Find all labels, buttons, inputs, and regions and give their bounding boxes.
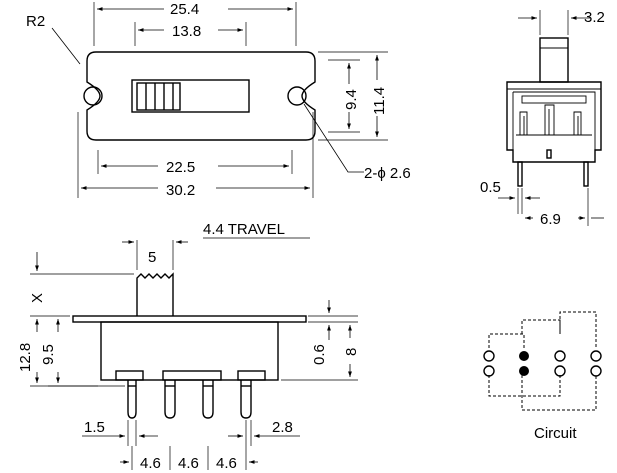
dim-8: 8 xyxy=(343,348,360,356)
dim-2-8: 2.8 xyxy=(272,419,293,436)
dim-1-5: 1.5 xyxy=(84,419,105,436)
circuit-diagram: Circuit xyxy=(483,311,602,442)
dim-0-6: 0.6 xyxy=(311,344,328,365)
dim-13-8: 13.8 xyxy=(172,23,201,40)
hole-leader xyxy=(303,103,364,173)
radius-label: R2 xyxy=(26,13,45,30)
r2-leader xyxy=(51,27,81,65)
side-pin-right xyxy=(583,161,589,187)
side-pin-left xyxy=(517,161,523,187)
mounting-hole-left xyxy=(83,86,103,106)
dim-22-5: 22.5 xyxy=(166,159,195,176)
side-view: 3.2 0.5 6.9 xyxy=(480,9,605,228)
terminal-1a xyxy=(483,350,495,362)
dim-x: X xyxy=(29,293,46,303)
top-view: R2 25.4 13.8 9.4 11.4 22.5 xyxy=(26,1,411,199)
front-pin-3 xyxy=(164,380,176,419)
dim-pitch-3: 4.6 xyxy=(216,455,237,472)
slider-actuator xyxy=(136,82,181,111)
top-view-outline xyxy=(86,51,316,141)
front-pin-1 xyxy=(127,380,137,419)
front-view: 5 4.4 TRAVEL X 12.8 9.5 0.6 8 1.5 xyxy=(17,221,360,472)
front-flange xyxy=(72,315,307,323)
front-pin-5 xyxy=(240,380,252,419)
hole-callout: 2-ϕ 2.6 xyxy=(364,165,411,182)
dim-0-5: 0.5 xyxy=(480,179,501,196)
front-pin-4 xyxy=(202,380,214,419)
terminal-1c xyxy=(554,350,566,362)
dim-9-5: 9.5 xyxy=(40,344,57,365)
dim-25-4: 25.4 xyxy=(170,1,199,18)
travel-label: 4.4 TRAVEL xyxy=(203,221,285,238)
terminal-2a xyxy=(483,365,495,377)
dim-pitch-1: 4.6 xyxy=(140,455,161,472)
front-actuator xyxy=(136,272,174,316)
slider-slot xyxy=(131,79,250,113)
terminal-2d xyxy=(590,365,602,377)
terminal-1d xyxy=(590,350,602,362)
dim-12-8: 12.8 xyxy=(17,343,34,372)
side-pin-middle xyxy=(546,149,552,159)
dim-6-9: 6.9 xyxy=(540,211,561,228)
terminal-2b xyxy=(519,366,529,376)
mounting-hole-right xyxy=(287,86,307,106)
side-actuator xyxy=(539,37,569,83)
terminal-1b xyxy=(519,351,529,361)
side-body xyxy=(506,81,602,163)
dim-5: 5 xyxy=(148,249,156,266)
dim-pitch-2: 4.6 xyxy=(178,455,199,472)
circuit-label: Circuit xyxy=(534,425,577,442)
dim-11-4: 11.4 xyxy=(371,87,388,115)
dim-9-4: 9.4 xyxy=(343,89,360,110)
terminal-2c xyxy=(554,365,566,377)
dim-3-2: 3.2 xyxy=(584,9,605,26)
dim-30-2: 30.2 xyxy=(166,182,195,199)
